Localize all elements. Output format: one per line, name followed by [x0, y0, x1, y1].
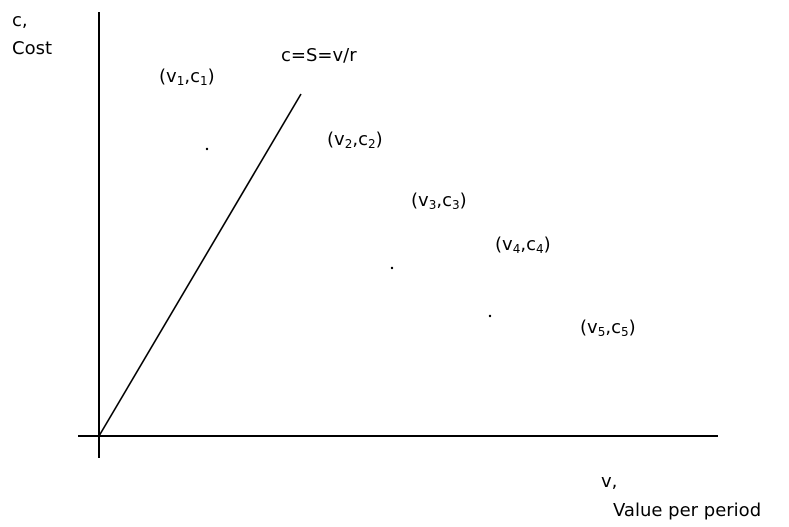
point-dot-1	[205, 147, 209, 151]
point-label-4-sub2: 4	[535, 242, 544, 256]
line-label: c=S=v/r	[281, 45, 357, 66]
x-axis-symbol: v,	[601, 471, 618, 492]
point-label-1: (v1,c1)	[159, 66, 215, 88]
slope-line	[98, 93, 302, 437]
point-label-4-base2: c	[526, 234, 536, 255]
point-label-1-sub1: 1	[176, 74, 185, 88]
point-label-1-base: v	[166, 66, 177, 87]
point-label-4-sep: ,	[520, 234, 527, 255]
point-label-1-base2: c	[190, 66, 200, 87]
point-label-4-sub1: 4	[512, 242, 521, 256]
point-label-2: (v2,c2)	[327, 129, 383, 151]
point-label-1-sub2: 1	[199, 74, 208, 88]
point-label-4-base: v	[502, 234, 513, 255]
point-dot-3	[390, 266, 394, 270]
point-label-2-base: v	[334, 129, 345, 150]
point-label-2-sub2: 2	[367, 137, 376, 151]
point-label-5: (v5,c5)	[580, 317, 636, 339]
point-label-3-sub2: 3	[451, 198, 460, 212]
point-label-4: (v4,c4)	[495, 234, 551, 256]
point-label-5-sub1: 5	[597, 325, 606, 339]
point-label-3-sep: ,	[436, 190, 443, 211]
point-label-3: (v3,c3)	[411, 190, 467, 212]
point-label-3-base2: c	[442, 190, 452, 211]
point-label-1-sep: ,	[184, 66, 191, 87]
point-label-5-sub2: 5	[620, 325, 629, 339]
y-axis-symbol: c,	[12, 10, 28, 31]
point-label-3-base: v	[418, 190, 429, 211]
point-label-2-sep: ,	[352, 129, 359, 150]
point-label-5-base2: c	[611, 317, 621, 338]
y-axis-label: Cost	[12, 38, 53, 59]
point-label-2-base2: c	[358, 129, 368, 150]
x-axis-label: Value per period	[613, 500, 762, 521]
point-label-5-base: v	[587, 317, 598, 338]
point-label-3-sub1: 3	[428, 198, 437, 212]
point-label-2-sub1: 2	[344, 137, 353, 151]
point-dot-4	[488, 314, 492, 318]
point-label-5-sep: ,	[605, 317, 612, 338]
